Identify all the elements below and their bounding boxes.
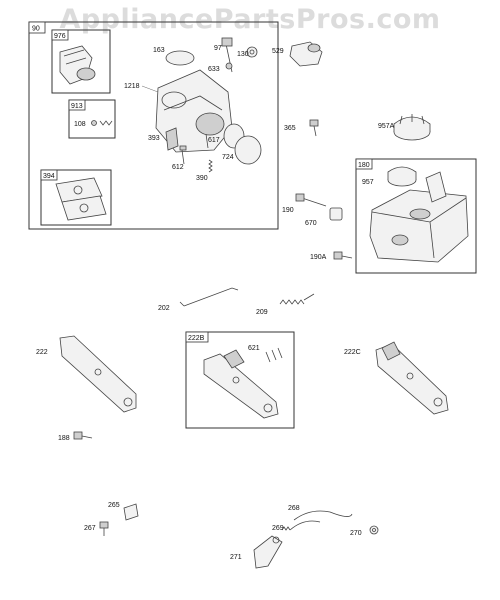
label-393: 393 bbox=[148, 135, 160, 142]
fuel-cap-957a bbox=[393, 114, 431, 141]
group-box-394 bbox=[40, 169, 112, 226]
filler-neck bbox=[425, 171, 447, 203]
group-label-394: 394 bbox=[43, 173, 55, 180]
spacer-670 bbox=[329, 207, 343, 221]
bolt-190a bbox=[333, 251, 353, 260]
label-724: 724 bbox=[222, 154, 234, 161]
nut-270 bbox=[369, 525, 379, 535]
screw-188 bbox=[73, 431, 93, 440]
tank-cap-957 bbox=[387, 166, 417, 187]
label-108: 108 bbox=[74, 121, 86, 128]
label-612: 612 bbox=[172, 164, 184, 171]
group-tag-90 bbox=[28, 21, 46, 34]
label-268: 268 bbox=[288, 505, 300, 512]
control-bracket-222c bbox=[375, 341, 449, 415]
link-202 bbox=[179, 287, 239, 307]
group-label-913: 913 bbox=[71, 103, 83, 110]
group-box-976 bbox=[51, 29, 111, 94]
spring-390 bbox=[208, 159, 213, 173]
label-957a: 957A bbox=[378, 123, 395, 130]
lever-271 bbox=[253, 535, 283, 569]
screw-365 bbox=[309, 119, 319, 137]
label-365: 365 bbox=[284, 125, 296, 132]
label-529: 529 bbox=[272, 48, 284, 55]
bowl-gasket-724 bbox=[223, 123, 262, 165]
label-270: 270 bbox=[350, 530, 362, 537]
group-label-976: 976 bbox=[54, 33, 66, 40]
label-390: 390 bbox=[196, 175, 208, 182]
group-label-222b: 222B bbox=[188, 335, 205, 342]
group-label-90: 90 bbox=[32, 26, 40, 33]
label-97: 97 bbox=[214, 45, 222, 52]
label-267: 267 bbox=[84, 525, 96, 532]
control-bracket-222b bbox=[203, 349, 279, 419]
cable-268 bbox=[289, 510, 353, 531]
label-209: 209 bbox=[256, 309, 268, 316]
label-190: 190 bbox=[282, 207, 294, 214]
nut-633 bbox=[225, 62, 233, 70]
screw-612 bbox=[179, 145, 187, 165]
control-bracket-222 bbox=[59, 335, 137, 413]
cable-clamp-265 bbox=[123, 503, 139, 521]
label-222: 222 bbox=[36, 349, 48, 356]
group-box-90 bbox=[28, 21, 279, 230]
group-tag-180 bbox=[355, 158, 373, 170]
screw-267 bbox=[99, 521, 109, 536]
label-957: 957 bbox=[362, 179, 374, 186]
label-621: 621 bbox=[248, 345, 260, 352]
group-box-913 bbox=[68, 99, 116, 139]
group-tag-394 bbox=[40, 169, 58, 181]
label-670: 670 bbox=[305, 220, 317, 227]
label-271: 271 bbox=[230, 554, 242, 561]
throttle-plate-393 bbox=[165, 127, 179, 151]
label-1218: 1218 bbox=[124, 83, 140, 90]
label-163: 163 bbox=[153, 47, 165, 54]
washer-130 bbox=[246, 46, 258, 58]
label-202: 202 bbox=[158, 305, 170, 312]
label-633: 633 bbox=[208, 66, 220, 73]
gasket-set-394 bbox=[55, 177, 107, 221]
float-needle-617 bbox=[205, 133, 209, 149]
fitting-529 bbox=[289, 41, 323, 67]
gasket-163 bbox=[165, 50, 195, 66]
group-label-180: 180 bbox=[358, 162, 370, 169]
group-tag-976 bbox=[51, 29, 69, 41]
group-tag-913 bbox=[68, 99, 86, 111]
spring-209 bbox=[279, 293, 315, 305]
intake-elbow-976 bbox=[59, 45, 96, 85]
label-265: 265 bbox=[108, 502, 120, 509]
spring-269 bbox=[281, 526, 291, 531]
label-269: 269 bbox=[272, 525, 284, 532]
fuel-tank bbox=[369, 189, 469, 263]
label-222c: 222C bbox=[344, 349, 361, 356]
group-tag-222b bbox=[185, 331, 209, 343]
label-130: 130 bbox=[237, 51, 249, 58]
clip-set-621 bbox=[265, 347, 283, 363]
needle-parts-108 bbox=[91, 120, 113, 126]
label-617: 617 bbox=[208, 137, 220, 144]
label-188: 188 bbox=[58, 435, 70, 442]
watermark: AppliancePartsPros.com bbox=[59, 4, 441, 35]
group-box-180 bbox=[355, 158, 477, 274]
group-box-222b bbox=[185, 331, 295, 429]
label-190a: 190A bbox=[310, 254, 327, 261]
bolt-190 bbox=[295, 193, 327, 207]
